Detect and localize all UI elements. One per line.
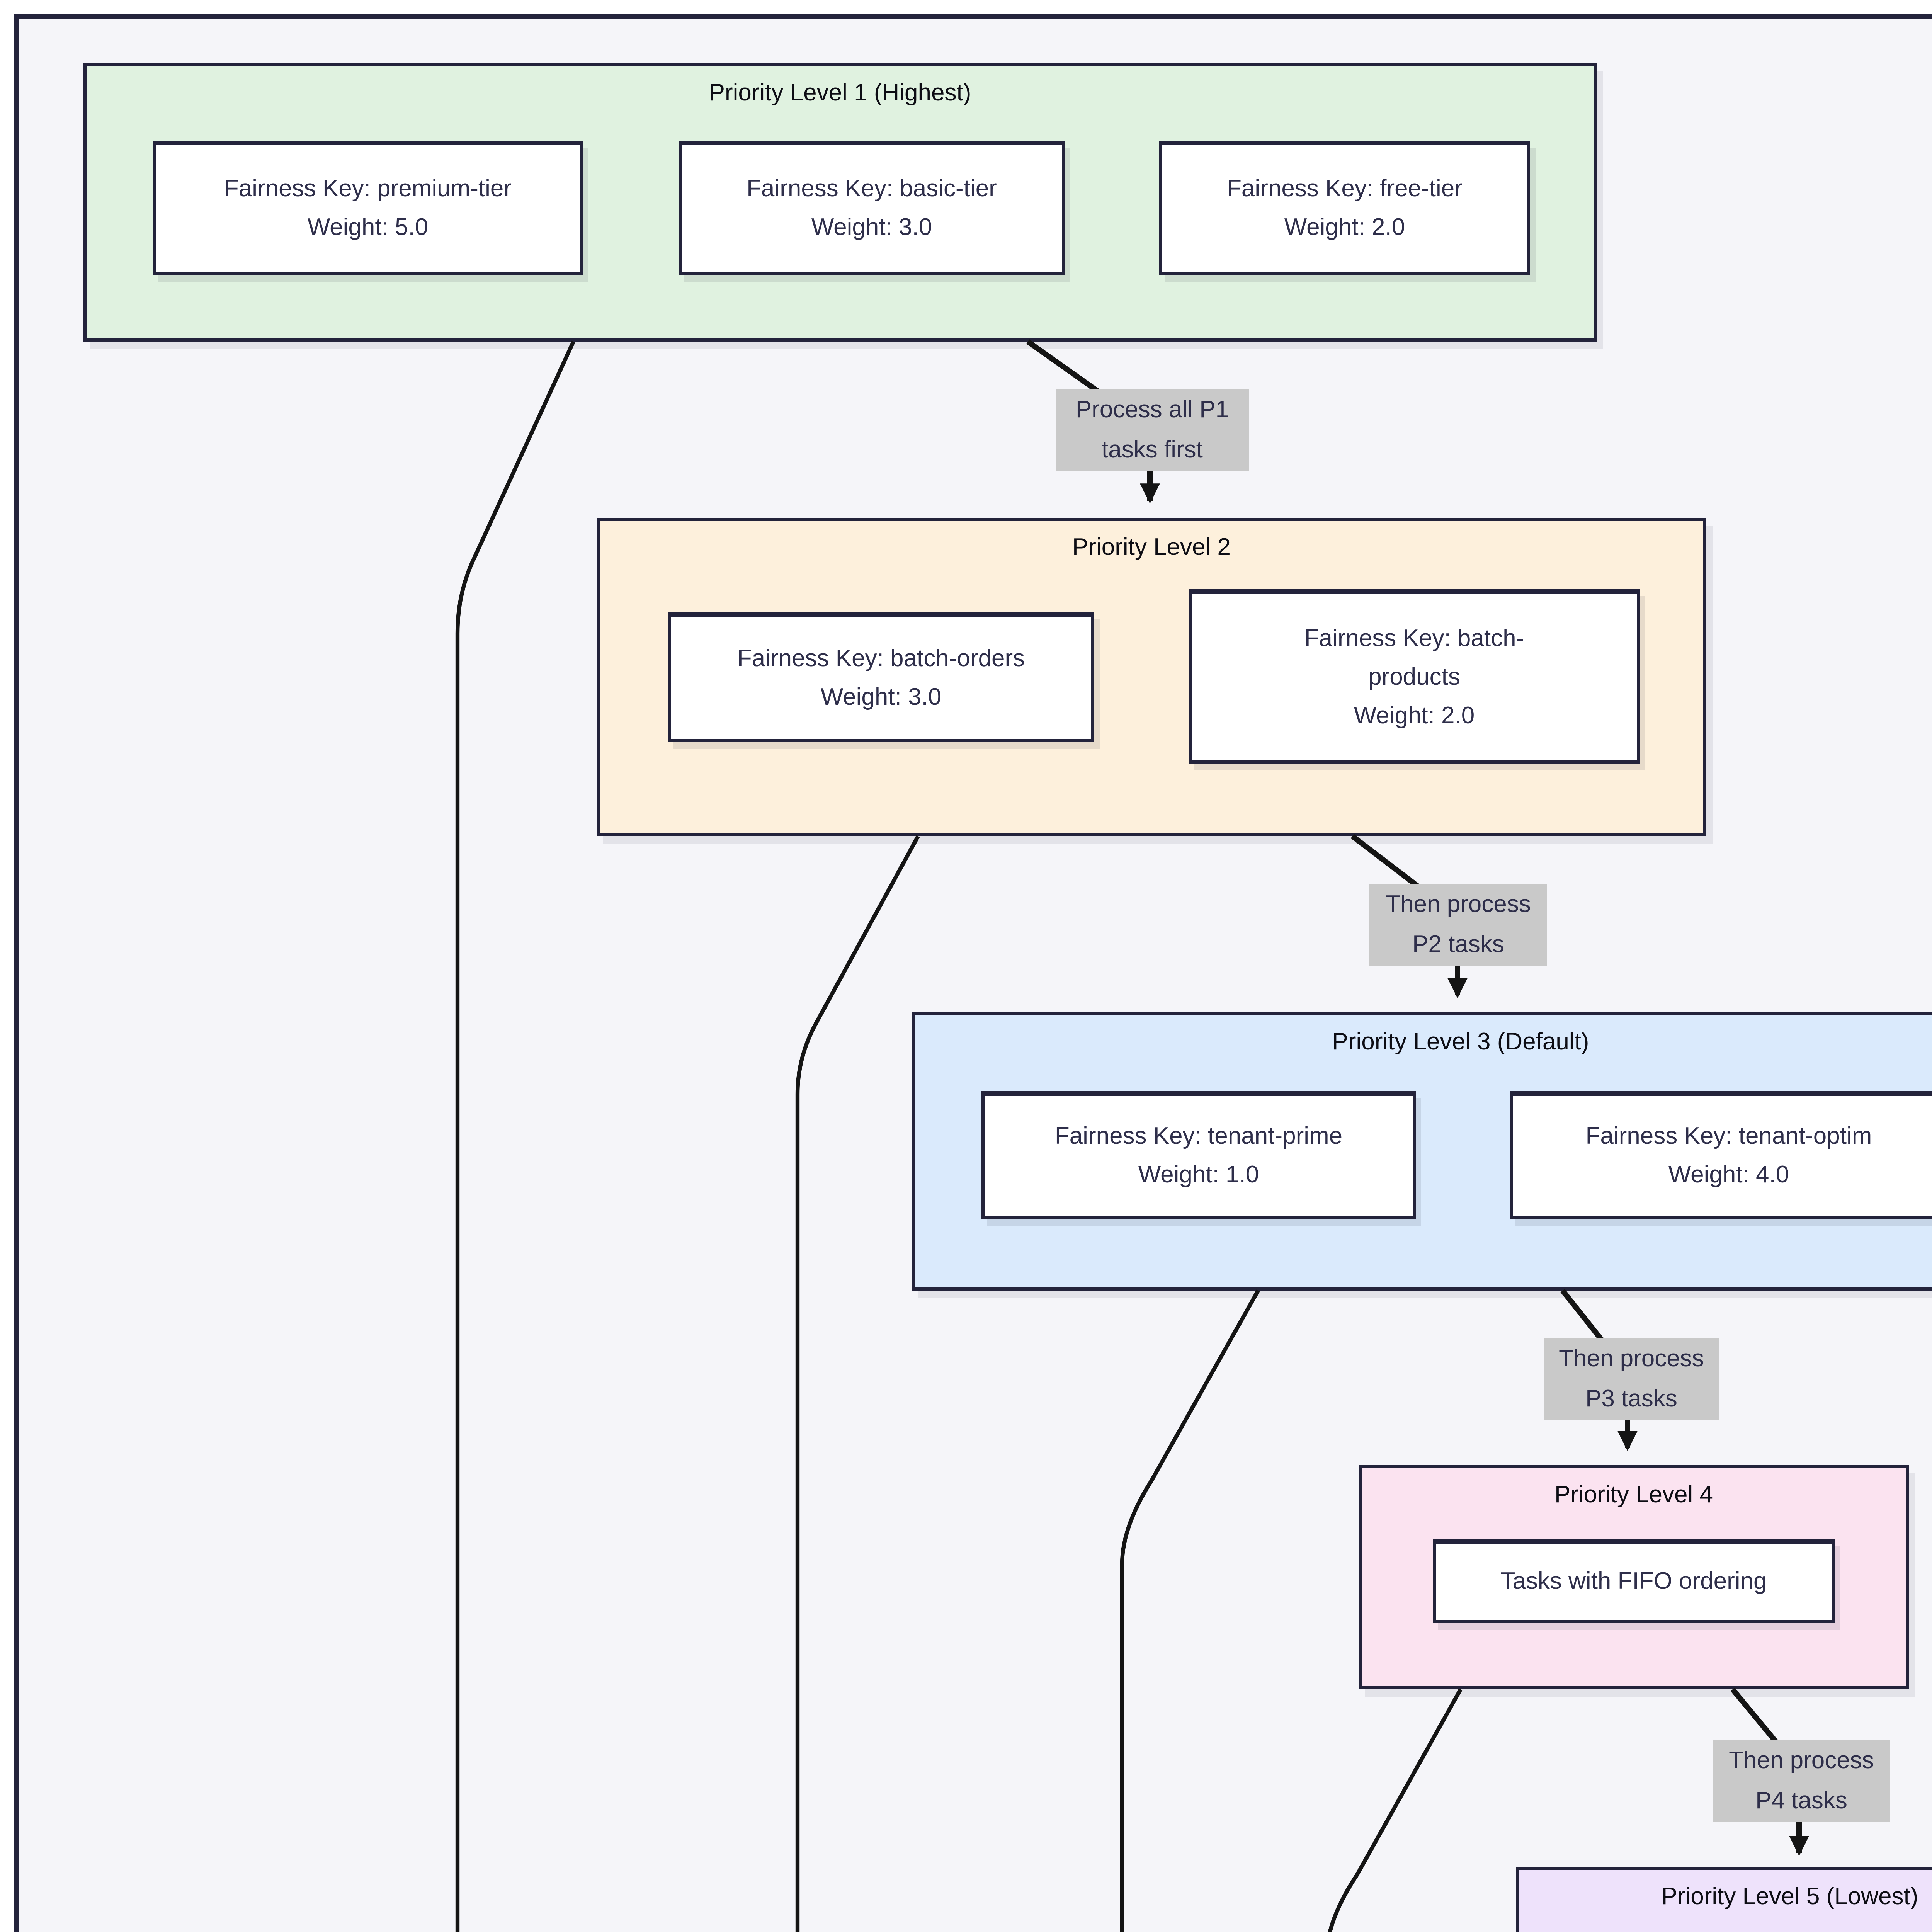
node-fifo-p4: Tasks with FIFO ordering [1433, 1539, 1835, 1623]
node-line: Weight: 4.0 [1668, 1162, 1789, 1189]
node-premium-tier: Fairness Key: premium-tier Weight: 5.0 [153, 141, 583, 275]
node-line: Weight: 3.0 [811, 215, 932, 241]
edge-label-process-p4: Then process P4 tasks [1713, 1740, 1890, 1822]
node-line: Weight: 2.0 [1354, 702, 1475, 729]
edge-label-line: Then process [1559, 1345, 1704, 1372]
node-batch-products: Fairness Key: batch- products Weight: 2.… [1189, 589, 1640, 764]
node-line: Weight: 3.0 [820, 684, 942, 710]
edge-label-process-p3: Then process P3 tasks [1544, 1338, 1719, 1420]
node-batch-orders: Fairness Key: batch-orders Weight: 3.0 [668, 612, 1094, 742]
node-line: Fairness Key: free-tier [1227, 176, 1463, 202]
level-3-container: Priority Level 3 (Default) Fairness Key:… [912, 1012, 1932, 1291]
level-4-title: Priority Level 4 [1554, 1482, 1713, 1509]
level-5-container: Priority Level 5 (Lowest) Tasks with FIF… [1516, 1867, 1932, 1932]
node-line: Weight: 5.0 [307, 215, 429, 241]
level-2-container: Priority Level 2 Fairness Key: batch-ord… [597, 518, 1706, 836]
edge-label-line: Then process [1729, 1747, 1874, 1774]
edge-label-line: P2 tasks [1412, 931, 1504, 957]
edge-label-line: Process all P1 [1075, 396, 1229, 423]
node-tenant-prime: Fairness Key: tenant-prime Weight: 1.0 [981, 1091, 1416, 1219]
edge-label-line: P3 tasks [1585, 1386, 1677, 1412]
node-line: Fairness Key: basic-tier [747, 176, 997, 202]
edge-label-line: P4 tasks [1755, 1787, 1847, 1814]
node-tenant-optim: Fairness Key: tenant-optim Weight: 4.0 [1510, 1091, 1932, 1219]
level-1-container: Priority Level 1 (Highest) Fairness Key:… [83, 63, 1597, 342]
level-2-title: Priority Level 2 [1072, 535, 1231, 561]
node-line: Weight: 2.0 [1284, 215, 1405, 241]
level-3-title: Priority Level 3 (Default) [1332, 1029, 1589, 1056]
node-line: Tasks with FIFO ordering [1500, 1569, 1767, 1595]
edge-label-process-p2: Then process P2 tasks [1369, 884, 1547, 966]
node-line: Fairness Key: tenant-optim [1585, 1124, 1872, 1150]
node-line: Fairness Key: premium-tier [224, 176, 512, 202]
node-line: Fairness Key: batch- [1304, 625, 1524, 651]
edge-label-process-p1: Process all P1 tasks first [1056, 389, 1249, 471]
node-line: products [1368, 664, 1460, 690]
level-4-container: Priority Level 4 Tasks with FIFO orderin… [1359, 1465, 1909, 1689]
node-line: Fairness Key: tenant-prime [1054, 1124, 1343, 1150]
node-line: Weight: 1.0 [1138, 1162, 1259, 1189]
node-free-tier: Fairness Key: free-tier Weight: 2.0 [1159, 141, 1530, 275]
level-5-title: Priority Level 5 (Lowest) [1661, 1884, 1918, 1910]
level-1-title: Priority Level 1 (Highest) [709, 80, 971, 107]
node-line: Fairness Key: batch-orders [737, 645, 1025, 672]
node-basic-tier: Fairness Key: basic-tier Weight: 3.0 [679, 141, 1065, 275]
edge-label-line: tasks first [1102, 437, 1203, 463]
edge-label-line: Then process [1386, 891, 1531, 917]
